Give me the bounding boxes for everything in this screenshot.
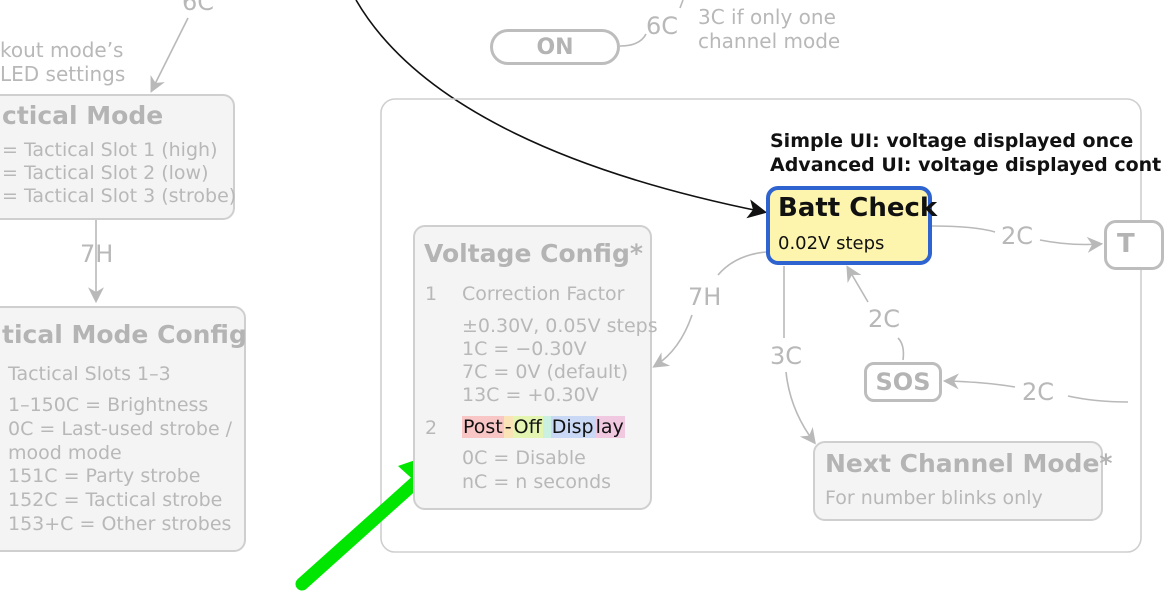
on-note-line1: 3C if only one [698,5,836,29]
edge-label-3c: 3C [770,342,803,370]
item1-line: 13C = +0.30V [462,384,599,406]
tactical-config-slots: Tactical Slots 1–3 [8,363,171,385]
batt-note-line2: Advanced UI: voltage displayed cont [770,154,1162,176]
right-node-letter: T [1117,229,1135,259]
highlight-segment: Post [462,416,504,438]
lockout-note-line1: kout mode’s [0,38,124,62]
highlight-segment: - [503,416,513,438]
edge-6c-to-tactical [150,17,189,93]
edge-to-batt-check [355,0,768,219]
edge-label-7h: 7H [688,283,722,311]
item1-line: 7C = 0V (default) [462,361,629,383]
on-button[interactable]: ON [490,29,620,65]
tactical-config-line: 153+C = Other strobes [8,513,232,535]
edge-label-6c-left: 6C [182,0,215,16]
tactical-config-title: tical Mode Config [2,320,247,349]
highlight-segment: Off [512,416,543,438]
edge-sos-2c [897,337,905,361]
edge-2c-batt [846,265,869,303]
lockout-note-line2: LED settings [0,62,126,86]
item1-line: ±0.30V, 0.05V steps [462,315,658,337]
edge-batt-7h [717,251,767,276]
batt-check-node[interactable]: Batt Check 0.02V steps [766,186,937,265]
edge-2c-right-to-box [1039,236,1104,253]
right-offscreen-node[interactable]: T [1104,220,1164,270]
item2-line: nC = n seconds [462,471,612,493]
voltage-config-node[interactable]: Voltage Config* 1 Correction Factor ±0.3… [413,225,658,510]
voltage-config-title: Voltage Config* [424,239,643,268]
item2-number: 2 [425,417,438,439]
edge-2c-sos-right [1067,395,1129,403]
edge-2c-to-sos [942,373,1016,390]
edge-label-sos-2c: 2C [1022,378,1055,406]
tactical-config-node[interactable]: tical Mode Config Tactical Slots 1–3 1–1… [0,306,247,552]
tactical-mode-title: ctical Mode [2,101,164,130]
edge-on-top [679,0,684,9]
next-channel-title: Next Channel Mode* [825,449,1113,478]
tactical-config-line: 1–150C = Brightness [8,394,209,416]
batt-check-subtitle: 0.02V steps [778,233,885,254]
item2-line: 0C = Disable [462,447,586,469]
edge-7h-voltage [652,314,693,368]
item1-line: 1C = −0.30V [462,338,587,360]
next-channel-subtitle: For number blinks only [825,487,1043,509]
tactical-config-line: mood mode [8,442,122,464]
tactical-config-line: 151C = Party strobe [8,465,201,487]
highlight-segment: Disp [550,416,595,438]
item1-label: Correction Factor [462,283,625,305]
tactical-config-line: 152C = Tactical strobe [8,489,223,511]
edge-on-6c [619,33,647,47]
edge-label-2c-sos: 2C [868,305,901,333]
sos-node[interactable]: SOS [864,362,942,402]
tactical-mode-line: = Tactical Slot 3 (strobe) [2,185,237,207]
edge-label-7h-tactical: 7H [80,240,114,268]
highlight-segment: lay [594,416,625,438]
green-pointer-arrow [295,473,425,591]
batt-note-line1: Simple UI: voltage displayed once [770,130,1134,152]
tactical-config-line: 0C = Last-used strobe / [8,418,233,440]
edge-label-2c-right: 2C [1001,222,1034,250]
tactical-mode-node[interactable]: ctical Mode = Tactical Slot 1 (high) = T… [0,94,237,220]
batt-check-title: Batt Check [778,193,938,223]
next-channel-node[interactable]: Next Channel Mode* For number blinks onl… [813,441,1112,521]
tactical-mode-line: = Tactical Slot 1 (high) [2,139,218,161]
on-note-line2: channel mode [698,29,841,53]
tactical-mode-line: = Tactical Slot 2 (low) [2,162,209,184]
group-container [380,98,1142,553]
edge-batt-2c-right [931,225,996,233]
edge-3c-next [785,371,816,445]
highlight-segment [542,416,551,438]
item1-number: 1 [425,283,438,305]
edge-label-on-6c: 6C [646,12,679,40]
